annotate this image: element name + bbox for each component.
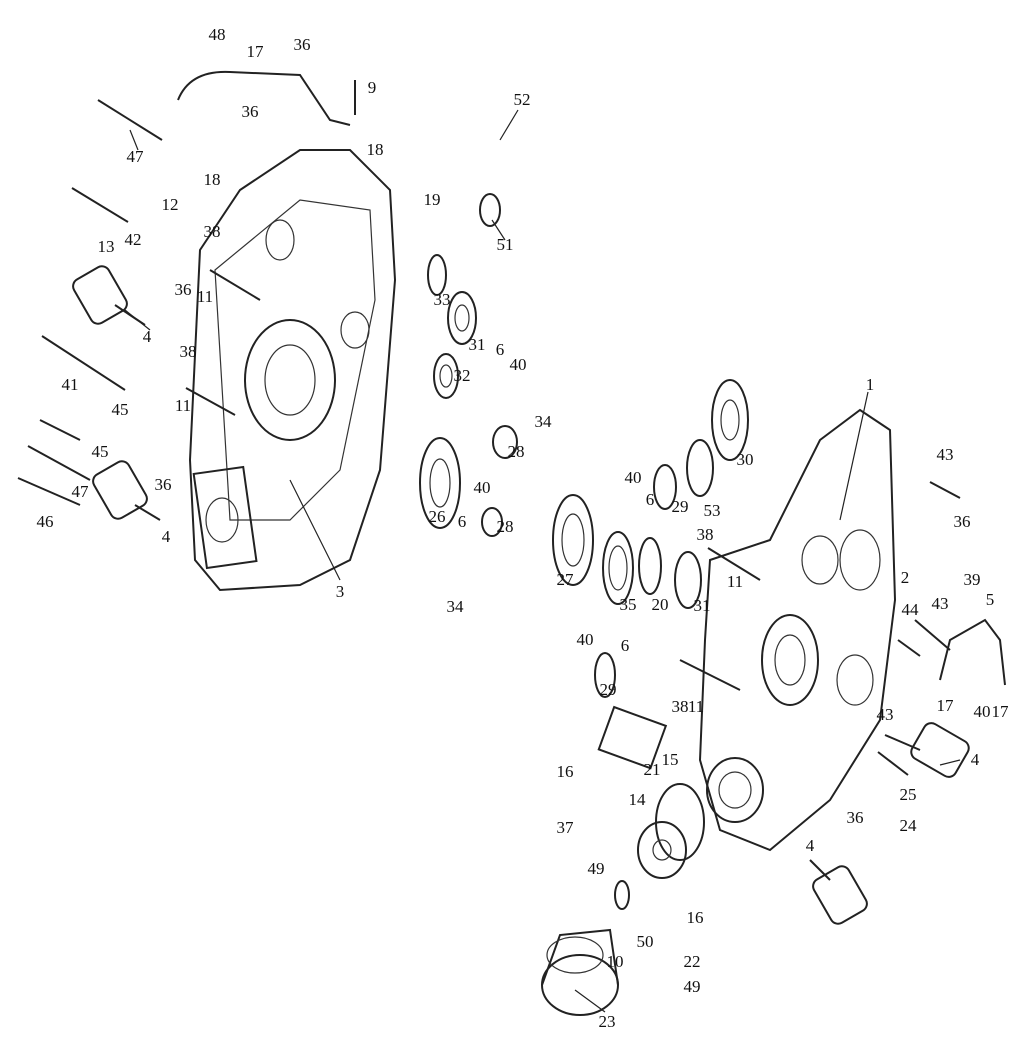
callout-2: 2 bbox=[900, 568, 910, 587]
callout-40: 40 bbox=[973, 702, 991, 721]
callout-45: 45 bbox=[111, 400, 129, 419]
callout-30: 30 bbox=[736, 450, 754, 469]
callout-16: 16 bbox=[556, 762, 574, 781]
callout-42: 42 bbox=[124, 230, 142, 249]
callout-41: 41 bbox=[61, 375, 79, 394]
callout-1: 1 bbox=[865, 375, 875, 394]
callout-20: 20 bbox=[651, 595, 669, 614]
callout-46: 46 bbox=[36, 512, 54, 531]
callout-35: 35 bbox=[619, 595, 637, 614]
callout-49: 49 bbox=[587, 859, 605, 878]
bearings-seals bbox=[419, 193, 749, 1016]
oil-pipe-right bbox=[939, 618, 1006, 686]
callout-47: 47 bbox=[71, 482, 89, 501]
callout-43: 43 bbox=[931, 594, 949, 613]
callout-40: 40 bbox=[576, 630, 594, 649]
callout-10: 10 bbox=[606, 952, 624, 971]
callout-9: 9 bbox=[367, 78, 377, 97]
callout-38: 38 bbox=[179, 342, 197, 361]
callout-43: 43 bbox=[876, 705, 894, 724]
callout-40: 40 bbox=[624, 468, 642, 487]
callout-36: 36 bbox=[953, 512, 971, 531]
callout-37: 37 bbox=[556, 818, 574, 837]
callout-23: 23 bbox=[598, 1012, 616, 1031]
callout-43: 43 bbox=[936, 445, 954, 464]
callout-29: 29 bbox=[671, 497, 689, 516]
callout-39: 39 bbox=[963, 570, 981, 589]
callout-34: 34 bbox=[446, 597, 464, 616]
callout-26: 26 bbox=[428, 507, 446, 526]
callout-13: 13 bbox=[97, 237, 115, 256]
callout-27: 27 bbox=[556, 570, 574, 589]
callout-22: 22 bbox=[683, 952, 701, 971]
callout-15: 15 bbox=[661, 750, 679, 769]
callout-6: 6 bbox=[457, 512, 467, 531]
callout-50: 50 bbox=[636, 932, 654, 951]
callout-51: 51 bbox=[496, 235, 514, 254]
bolts bbox=[17, 80, 961, 776]
callout-40: 40 bbox=[473, 478, 491, 497]
callout-38: 38 bbox=[671, 697, 689, 716]
callout-36: 36 bbox=[154, 475, 172, 494]
callout-6: 6 bbox=[645, 490, 655, 509]
callout-28: 28 bbox=[496, 517, 514, 536]
callout-18: 18 bbox=[366, 140, 384, 159]
callout-11: 11 bbox=[687, 697, 705, 716]
callout-48: 48 bbox=[208, 25, 226, 44]
callout-45: 45 bbox=[91, 442, 109, 461]
callout-4: 4 bbox=[805, 836, 815, 855]
callout-24: 24 bbox=[899, 816, 917, 835]
callout-52: 52 bbox=[513, 90, 531, 109]
callout-34: 34 bbox=[534, 412, 552, 431]
leader-lines bbox=[124, 109, 961, 1013]
callout-14: 14 bbox=[628, 790, 646, 809]
callout-11: 11 bbox=[174, 396, 192, 415]
callout-3: 3 bbox=[335, 582, 345, 601]
callout-53: 53 bbox=[703, 501, 721, 520]
callout-31: 31 bbox=[468, 335, 486, 354]
callout-17: 17 bbox=[991, 702, 1009, 721]
callout-17: 17 bbox=[936, 696, 954, 715]
callout-40: 40 bbox=[509, 355, 527, 374]
callout-4: 4 bbox=[161, 527, 171, 546]
callout-38: 38 bbox=[203, 222, 221, 241]
callout-36: 36 bbox=[174, 280, 192, 299]
callout-21: 21 bbox=[643, 760, 661, 779]
callout-6: 6 bbox=[495, 340, 505, 359]
callout-17: 17 bbox=[246, 42, 264, 61]
right-crankcase-half bbox=[698, 408, 897, 852]
callout-25: 25 bbox=[899, 785, 917, 804]
callout-49: 49 bbox=[683, 977, 701, 996]
callout-4: 4 bbox=[970, 750, 980, 769]
callout-4: 4 bbox=[142, 327, 152, 346]
callout-19: 19 bbox=[423, 190, 441, 209]
callout-38: 38 bbox=[696, 525, 714, 544]
callout-11: 11 bbox=[196, 287, 214, 306]
callout-36: 36 bbox=[241, 102, 259, 121]
callout-36: 36 bbox=[846, 808, 864, 827]
left-crankcase-half bbox=[188, 149, 397, 592]
oil-strainer bbox=[597, 705, 668, 770]
callout-6: 6 bbox=[620, 636, 630, 655]
callout-12: 12 bbox=[161, 195, 179, 214]
callout-11: 11 bbox=[726, 572, 744, 591]
gear-shafts bbox=[72, 265, 970, 925]
callout-5: 5 bbox=[985, 590, 995, 609]
callout-36: 36 bbox=[293, 35, 311, 54]
callout-28: 28 bbox=[507, 442, 525, 461]
oil-pipe-left bbox=[177, 70, 351, 126]
callout-18: 18 bbox=[203, 170, 221, 189]
callout-29: 29 bbox=[599, 680, 617, 699]
callout-31: 31 bbox=[693, 596, 711, 615]
callout-32: 32 bbox=[453, 366, 471, 385]
callout-44: 44 bbox=[901, 600, 919, 619]
callout-47: 47 bbox=[126, 147, 144, 166]
callout-33: 33 bbox=[433, 290, 451, 309]
callout-16: 16 bbox=[686, 908, 704, 927]
